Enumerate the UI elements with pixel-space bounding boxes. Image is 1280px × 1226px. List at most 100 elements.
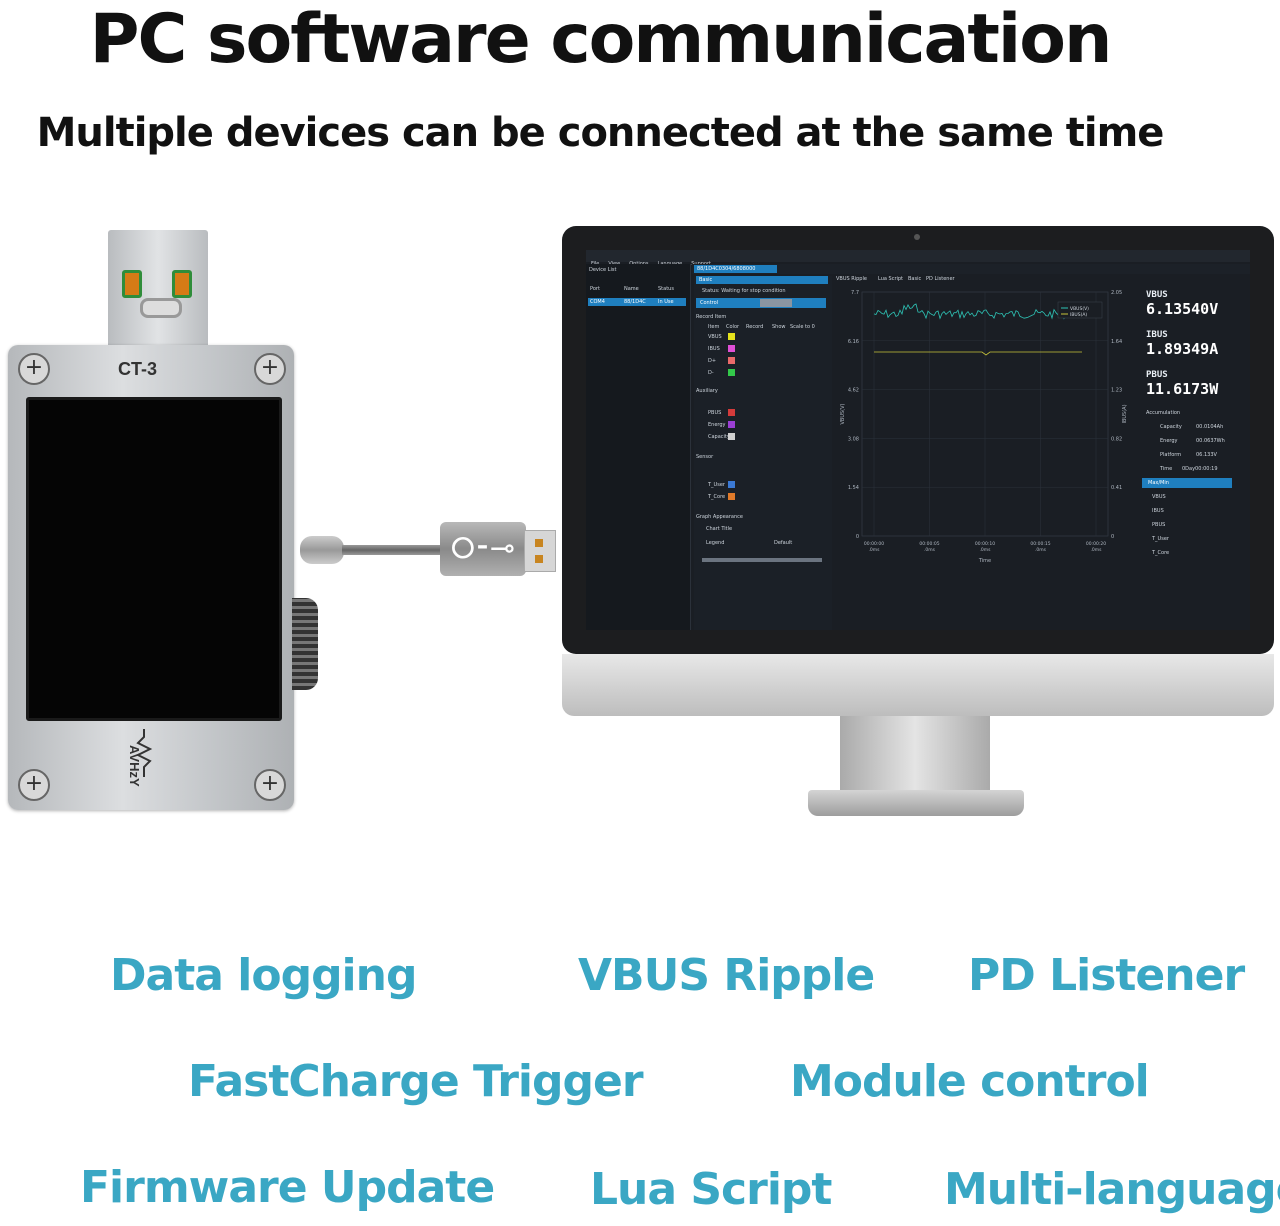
accumulation-label[interactable]: Accumulation xyxy=(1146,410,1181,416)
color-swatch[interactable] xyxy=(728,333,735,340)
ibus-series-line xyxy=(874,351,1082,356)
acc-label: Platform xyxy=(1160,452,1182,458)
device-body: CT-3 + + + + AVHzY xyxy=(8,345,294,810)
record-header-scale: Scale to 0 xyxy=(790,324,815,330)
color-swatch[interactable] xyxy=(728,409,735,416)
col-header-name: Name xyxy=(624,286,639,292)
device-usb-connector xyxy=(108,230,208,350)
y2-axis-label: IBUS(A) xyxy=(1122,404,1128,423)
x-tick-label: .0ms xyxy=(924,547,936,553)
control-button[interactable] xyxy=(760,299,792,307)
tab-basic[interactable]: Basic xyxy=(908,276,922,282)
screw-icon: + xyxy=(18,769,50,801)
record-item: IBUS xyxy=(708,346,720,352)
col-header-status: Status xyxy=(658,286,674,292)
panel-tab-basic[interactable]: Basic xyxy=(696,276,828,284)
color-swatch[interactable] xyxy=(728,369,735,376)
legend-value: Default xyxy=(774,540,793,546)
record-item: D+ xyxy=(708,358,717,364)
chart-legend xyxy=(1057,301,1103,319)
legend-label: IBUS(A) xyxy=(1070,312,1087,318)
monitor-base xyxy=(808,790,1024,816)
panel-tab-label: Basic xyxy=(699,277,713,283)
legend-label: VBUS(V) xyxy=(1070,306,1089,312)
x-tick-label: .0ms xyxy=(1035,547,1047,553)
tab-vbus-ripple[interactable]: VBUS Ripple xyxy=(836,276,867,282)
y-tick-label: 3.08 xyxy=(848,436,859,442)
color-swatch[interactable] xyxy=(728,421,735,428)
y2-tick-label: 0 xyxy=(1111,534,1114,540)
config-scrollbar[interactable] xyxy=(702,558,822,562)
sensor-section-label: Sensor xyxy=(696,454,714,460)
col-header-port: Port xyxy=(590,286,600,292)
color-swatch[interactable] xyxy=(728,345,735,352)
acc-label: Energy xyxy=(1160,438,1178,444)
monitor-stand xyxy=(840,716,990,796)
aux-item: Energy xyxy=(708,422,726,428)
document-tab-bar: 88/1D4C0304/6808000 xyxy=(692,264,1250,274)
page-subtitle: Multiple devices can be connected at the… xyxy=(36,110,1165,156)
acc-value: 00.0104Ah xyxy=(1196,424,1224,430)
acc-value: 00.0637Wh xyxy=(1196,438,1225,444)
record-header-show: Show xyxy=(772,324,786,330)
x-tick-label: .0ms xyxy=(1090,547,1102,553)
control-row[interactable]: Control xyxy=(696,298,826,308)
y-tick-label: 6.16 xyxy=(848,339,859,345)
brand-logo: AVHzY xyxy=(116,725,186,795)
svg-text:AVHzY: AVHzY xyxy=(127,745,142,787)
readouts-panel: VBUS 6.13540V IBUS 1.89349A PBUS 11.6173… xyxy=(1142,286,1250,626)
device-model-label: CT-3 xyxy=(118,359,158,379)
x-tick-label: 00:00:05 xyxy=(919,541,939,547)
maxmin-item[interactable]: IBUS xyxy=(1152,508,1164,514)
maxmin-item[interactable]: T_User xyxy=(1152,536,1169,542)
x-tick-label: .0ms xyxy=(868,547,880,553)
color-swatch[interactable] xyxy=(728,433,735,440)
readout-value: 1.89349A xyxy=(1146,340,1219,358)
record-section-label: Record Item xyxy=(696,314,727,320)
x-tick-label: 00:00:15 xyxy=(1030,541,1050,547)
cable-wire xyxy=(342,545,442,555)
y-axis-label: VBUS(V) xyxy=(840,403,846,424)
color-swatch[interactable] xyxy=(728,481,735,488)
device-list-label: Device List xyxy=(589,267,617,273)
maxmin-node[interactable]: Max/Min xyxy=(1142,478,1232,488)
screw-icon: + xyxy=(254,769,286,801)
y-tick-label: 0 xyxy=(856,534,859,540)
software-window: FileViewOptionsLanguageSupport Device Li… xyxy=(586,250,1250,630)
record-item: D- xyxy=(708,370,714,376)
y2-tick-label: 0.41 xyxy=(1111,485,1122,491)
y-tick-label: 1.54 xyxy=(848,485,859,491)
tab-pd-listener[interactable]: PD Listener xyxy=(926,276,955,282)
maxmin-item[interactable]: T_Core xyxy=(1152,550,1170,556)
screw-icon: + xyxy=(18,353,50,385)
y-tick-label: 7.7 xyxy=(851,290,859,296)
color-swatch[interactable] xyxy=(728,493,735,500)
maxmin-item[interactable]: PBUS xyxy=(1152,522,1166,528)
feature-data-logging: Data logging xyxy=(110,950,417,1001)
tab-lua-script[interactable]: Lua Script xyxy=(878,276,904,282)
sensor-item: T_Core xyxy=(708,494,726,500)
color-swatch[interactable] xyxy=(728,357,735,364)
feature-firmware-update: Firmware Update xyxy=(80,1162,495,1213)
maxmin-item[interactable]: VBUS xyxy=(1152,494,1166,500)
readout-label: PBUS xyxy=(1146,370,1168,380)
usb-trident-icon: ⭘⁃⊸ xyxy=(440,522,526,576)
aux-item: PBUS xyxy=(708,410,722,416)
feature-multi-language: Multi-language xyxy=(944,1164,1280,1215)
document-tab[interactable]: 88/1D4C0304/6808000 xyxy=(694,265,777,273)
readout-value: 11.6173W xyxy=(1146,380,1219,398)
config-panel: Basic Status: Waiting for stop condition… xyxy=(694,276,832,630)
auxiliary-section-label: Auxiliary xyxy=(696,388,718,394)
screw-icon: + xyxy=(254,353,286,385)
record-header-color: Color xyxy=(726,324,740,330)
graph-section-label: Graph Appearance xyxy=(696,514,743,520)
legend-label: Legend xyxy=(706,540,725,546)
device-scroll-wheel[interactable] xyxy=(292,598,318,690)
x-tick-label: 00:00:00 xyxy=(864,541,884,547)
y2-tick-label: 1.23 xyxy=(1111,388,1122,394)
chart-title-label: Chart Title xyxy=(706,526,733,532)
x-tick-label: .0ms xyxy=(979,547,991,553)
device-row[interactable]: COM4 88/1D4C In Use xyxy=(588,298,686,306)
